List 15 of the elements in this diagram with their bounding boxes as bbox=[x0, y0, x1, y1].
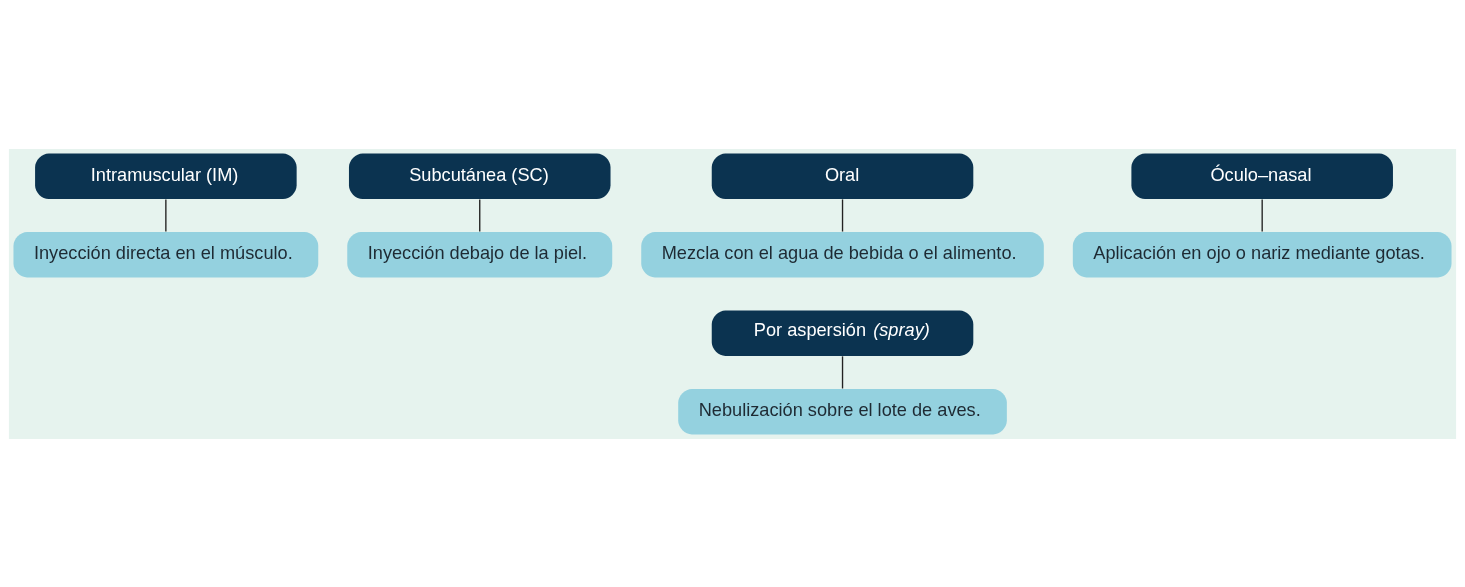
node-box: Subcutánea (SC) bbox=[348, 153, 611, 199]
connector bbox=[479, 198, 481, 232]
node-box: Por aspersión (spray) bbox=[711, 310, 974, 356]
node-box: Oral bbox=[711, 153, 974, 199]
node-box: Intramuscular (IM) bbox=[35, 153, 297, 199]
connector bbox=[165, 198, 167, 232]
node-box: Inyección directa en el músculo. bbox=[13, 231, 319, 277]
node-box: Mezcla con el agua de bebida o el alimento. bbox=[641, 231, 1044, 277]
node-box: Aplicación en ojo o nariz mediante gotas. bbox=[1072, 231, 1452, 277]
node-box: Nebulización sobre el lote de aves. bbox=[678, 388, 1007, 434]
connector bbox=[841, 198, 844, 232]
node-box: Óculo–nasal bbox=[1131, 153, 1393, 199]
node-box: Inyección debajo de la piel. bbox=[347, 231, 613, 277]
connector bbox=[1261, 198, 1263, 232]
connector bbox=[841, 355, 844, 389]
